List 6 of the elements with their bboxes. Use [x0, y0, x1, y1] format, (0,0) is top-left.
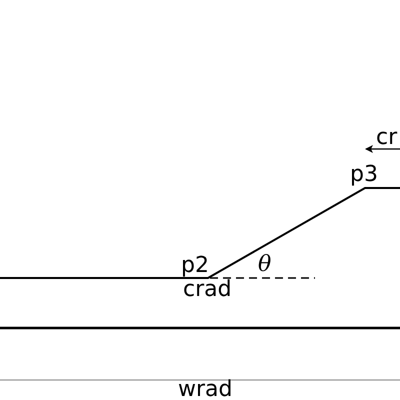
dimension-label: cr	[376, 126, 398, 150]
point-label: p2	[181, 254, 209, 278]
dimension-label: crad	[183, 278, 232, 302]
angle-label: θ	[258, 253, 272, 277]
dimension-label: wrad	[178, 378, 232, 400]
point-label: p3	[350, 163, 378, 187]
